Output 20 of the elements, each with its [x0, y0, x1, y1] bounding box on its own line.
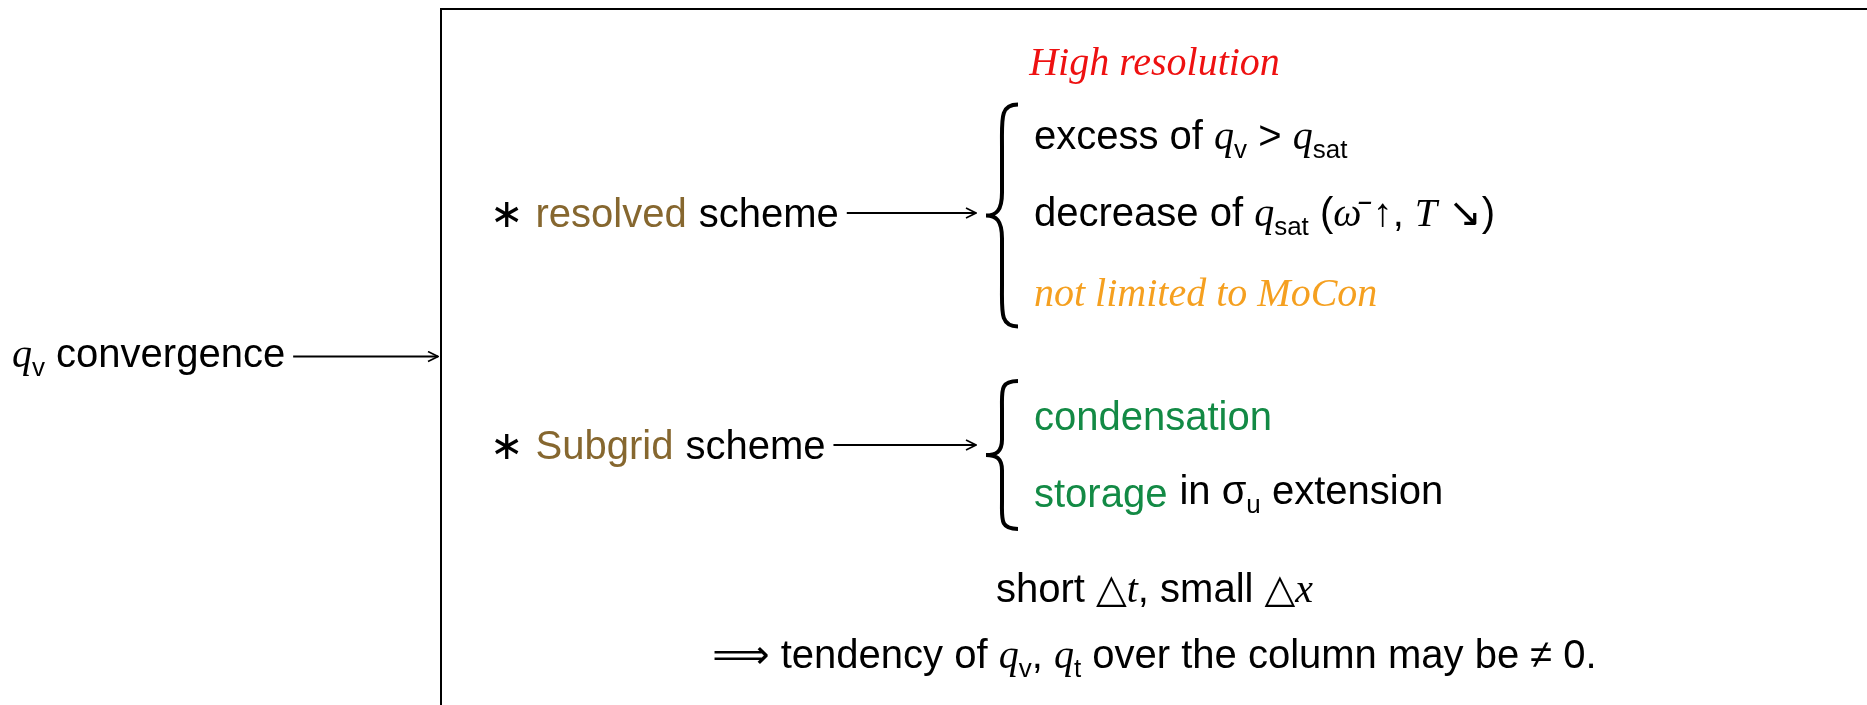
label-text: resolved: [535, 190, 687, 236]
list-item-text: decrease of q$_{sat}$ (ω̄ ↑, T ↘): [1034, 189, 1496, 242]
list-item-text: condensation: [1034, 394, 1272, 439]
label-text: scheme: [698, 190, 839, 236]
arrow: [292, 350, 439, 363]
arrow: [832, 439, 977, 451]
bracket-frame: [440, 8, 1867, 705]
list-item-text: in σ$_{u}$ extension: [1179, 467, 1444, 520]
label-text: q$_{v}$ convergence: [12, 330, 286, 383]
label-text: scheme: [685, 422, 826, 468]
note-text: short △t, small △x: [995, 566, 1314, 610]
list-item-text: storage: [1034, 471, 1168, 516]
label-text: Subgrid: [535, 422, 674, 468]
list-item-text: excess of q$_{v}$ > q$_{sat}$: [1034, 112, 1348, 165]
bullet: ∗: [490, 190, 524, 236]
note-text: ⟹ tendency of q$_{v}$, q$_{t}$ over the column may be ≠ 0.: [712, 632, 1597, 676]
heading: High resolution: [1029, 39, 1280, 84]
arrow: [845, 207, 977, 219]
bullet: ∗: [490, 422, 524, 468]
list-item-text: not limited to MoCon: [1034, 269, 1378, 316]
